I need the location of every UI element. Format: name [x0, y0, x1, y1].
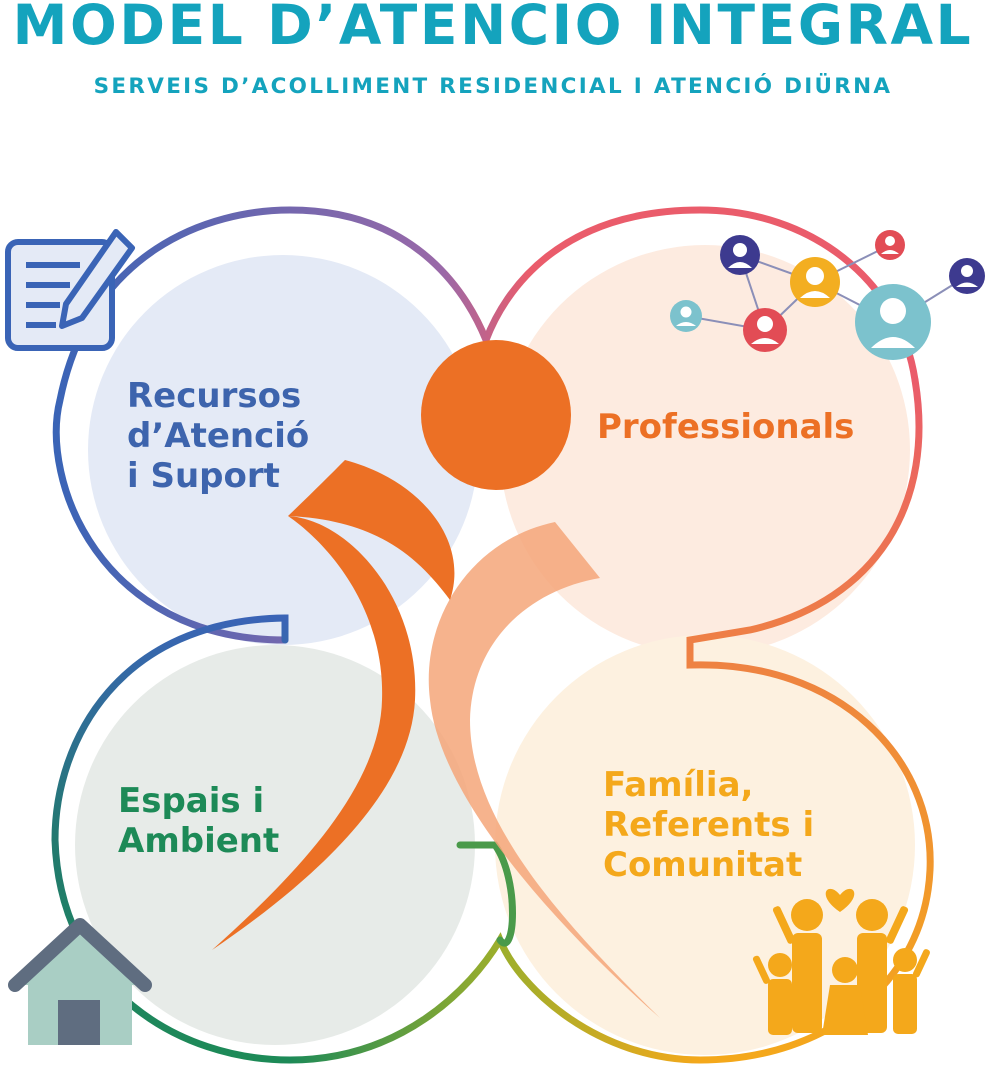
- page-title: MODEL D’ATENCIÓ INTEGRAL: [13, 0, 974, 57]
- label-professionals: Professionals: [597, 407, 854, 447]
- label-familia: Família, Referents i Comunitat: [603, 765, 826, 885]
- figure-shoulder-dark: [288, 460, 455, 600]
- central-person-figure: [212, 340, 660, 1018]
- ring-cross-loop-green: [456, 841, 516, 947]
- ring-left-arc: [51, 614, 294, 1064]
- figure-head: [421, 340, 571, 490]
- family-icon: [752, 888, 930, 1035]
- house-icon: [8, 918, 152, 1045]
- professionals-circle-fill: [500, 245, 910, 655]
- page-subtitle: SERVEIS D’ACOLLIMENT RESIDENCIAL I ATENC…: [94, 73, 893, 99]
- notepad-pencil-icon: [5, 229, 135, 351]
- figure-arm-dark: [212, 516, 416, 950]
- label-recursos: Recursos d’Atenció i Suport: [127, 376, 321, 496]
- people-network-icon: [670, 230, 985, 360]
- recursos-circle-fill: [88, 255, 478, 645]
- label-espais: Espais i Ambient: [118, 781, 279, 861]
- ring-top-arc: [52, 206, 919, 644]
- figure-arm-light: [428, 522, 660, 1018]
